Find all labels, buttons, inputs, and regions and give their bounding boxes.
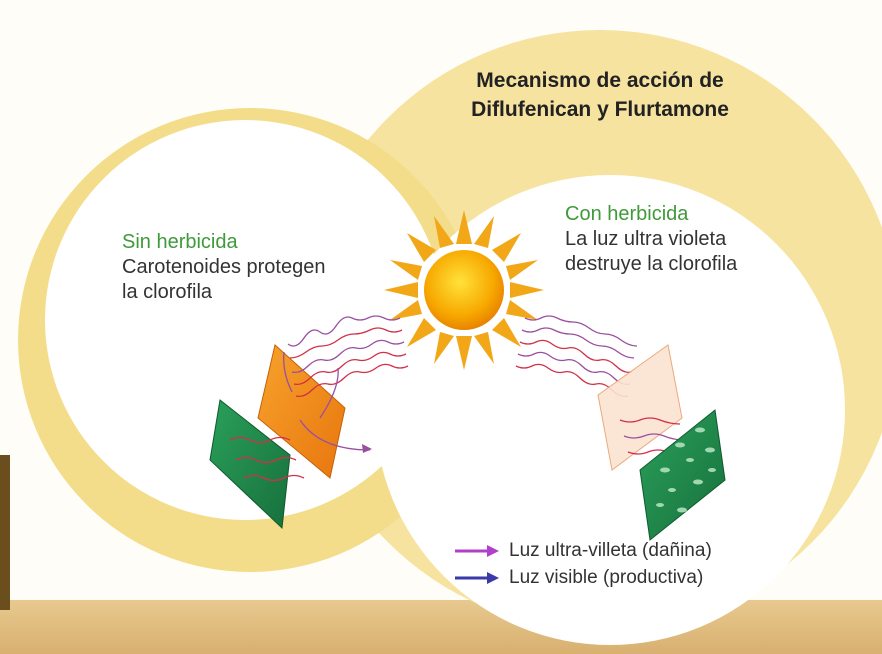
right-panel-line-1: La luz ultra violeta [565, 228, 727, 250]
right-panel-text: Con herbicida La luz ultra violeta destr… [565, 202, 737, 277]
ground-strip [0, 600, 882, 654]
left-leaf-icon [209, 399, 291, 530]
left-panel-heading: Sin herbicida [122, 231, 238, 253]
legend-item-visible: Luz visible (productiva) [455, 567, 703, 589]
sun-icon [384, 210, 544, 370]
magenta-arrow-icon [455, 545, 499, 557]
legend-label-uv: Luz ultra-villeta (dañina) [509, 540, 712, 561]
right-damaged-leaf-icon [639, 409, 726, 541]
legend-label-visible: Luz visible (productiva) [509, 567, 704, 588]
title-line-2: Diflufenican y Flurtamone [471, 98, 729, 121]
right-faded-filter-icon [597, 344, 683, 471]
right-panel-heading: Con herbicida [565, 203, 689, 225]
diagram-title: Mecanismo de acción de Diflufenican y Fl… [420, 66, 780, 124]
left-edge-photo [0, 455, 10, 610]
right-panel-line-2: destruye la clorofila [565, 253, 738, 275]
left-light-waves [229, 315, 409, 482]
left-panel-line-2: la clorofila [122, 281, 213, 303]
legend-item-uv: Luz ultra-villeta (dañina) [455, 540, 712, 562]
blue-arrow-icon [455, 572, 499, 584]
left-panel-line-1: Carotenoides protegen [122, 256, 326, 278]
left-panel-text: Sin herbicida Carotenoides protegen la c… [122, 230, 325, 305]
left-carotenoid-filter-icon [257, 344, 346, 479]
left-white-circle [45, 120, 445, 520]
left-wave-arrowhead [362, 444, 372, 453]
title-line-1: Mecanismo de acción de [476, 69, 724, 92]
